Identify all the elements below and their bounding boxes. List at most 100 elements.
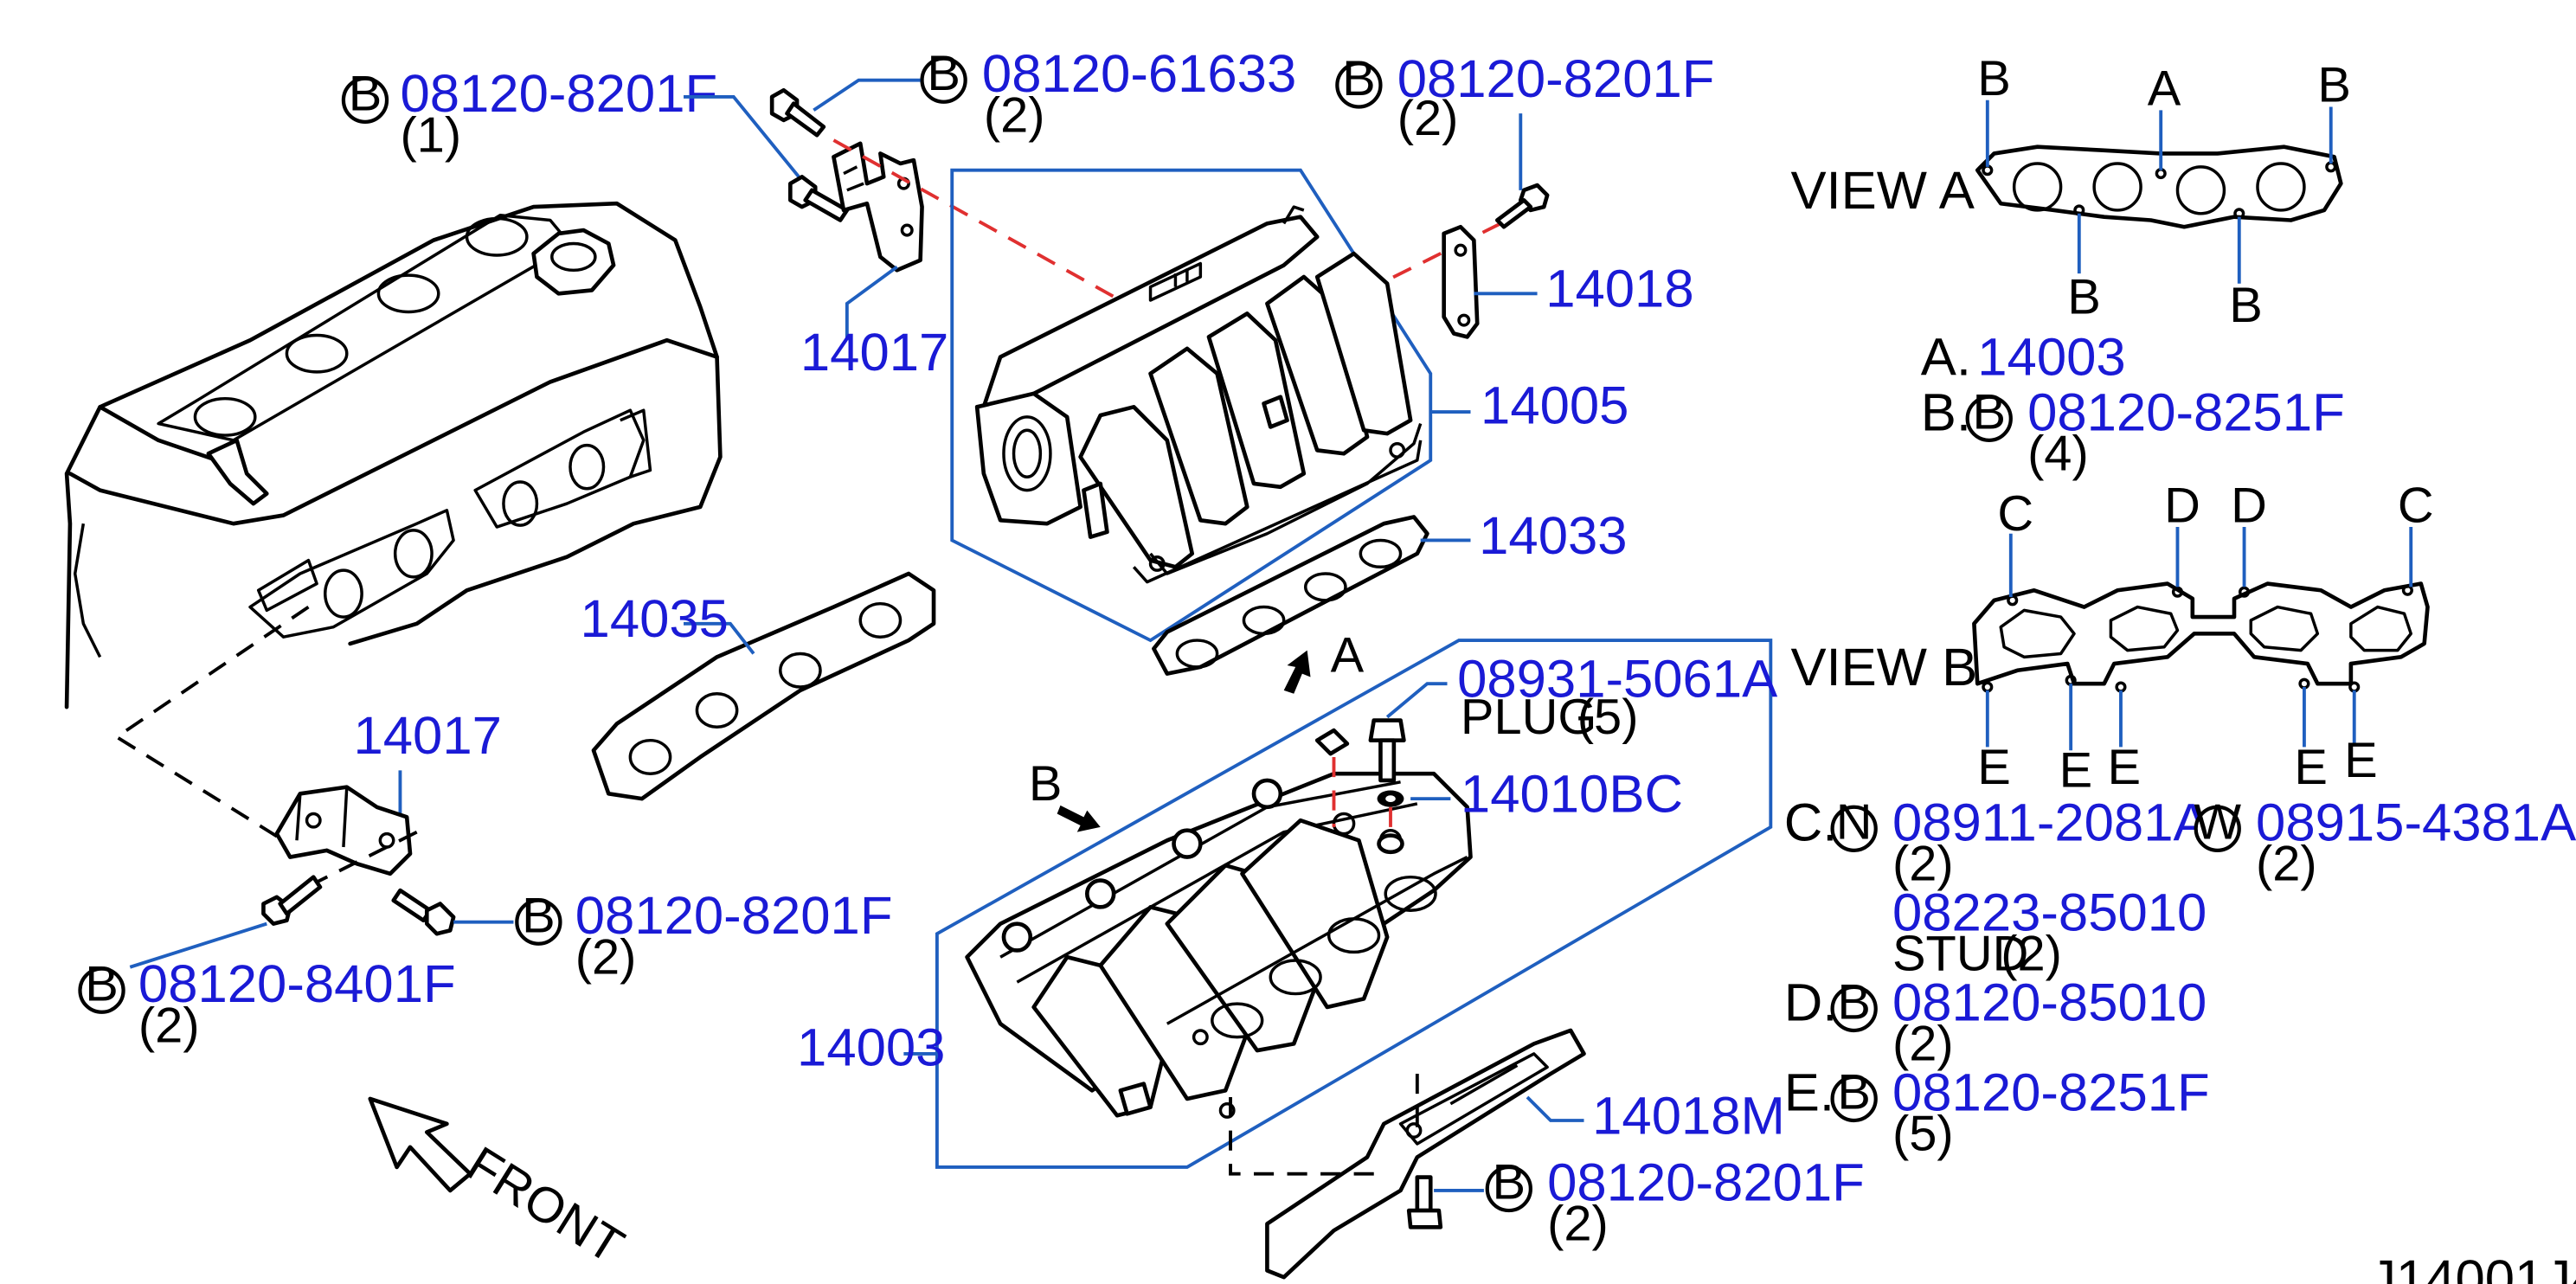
part-14010BC[interactable]: 14010BC — [1461, 765, 1683, 825]
bolt-drawing-top-right — [1495, 183, 1550, 229]
view-b-gasket-drawing — [1972, 581, 2430, 693]
part-14017-lower[interactable]: 14017 — [353, 706, 501, 766]
diagram-id: J14001J4 — [2369, 1249, 2576, 1284]
view-b-letter-c-1: C — [1997, 486, 2033, 542]
callout-bolt-top-left[interactable]: B 08120-8201F (1) — [341, 64, 717, 164]
badge-circle — [1335, 61, 1383, 109]
callout-bolt-bracket[interactable]: B 08120-61633 (2) — [920, 44, 1297, 143]
callout-bolt-top-right[interactable]: B 08120-8201F (2) — [1335, 49, 1715, 146]
callout-plug[interactable]: 08931-5061A PLUG (5) — [1457, 650, 1777, 745]
view-a-letter-a: A — [2148, 61, 2181, 117]
callout-bolt-support[interactable]: B 08120-8201F (2) — [1485, 1152, 1865, 1252]
manifold-group-outline — [935, 639, 1773, 1169]
badge-circle — [78, 966, 125, 1014]
part-14005[interactable]: 14005 — [1481, 376, 1628, 436]
bolt-drawing-upper-2 — [788, 175, 850, 222]
view-a-gasket-drawing — [1975, 144, 2343, 229]
red-dashed-line-1 — [832, 138, 1118, 300]
callout-bolt-lower-mid[interactable]: B 08120-8201F (2) — [515, 886, 893, 985]
badge-letter: B — [522, 888, 556, 943]
view-a-letter-b-1: B — [1977, 51, 2011, 106]
view-a-leaders — [1985, 100, 2333, 284]
part-14035[interactable]: 14035 — [581, 589, 729, 649]
legend-a-part[interactable]: 14003 — [1977, 328, 2125, 388]
view-b-letter-e-4: E — [2294, 740, 2328, 795]
part-number[interactable]: 08931-5061A — [1457, 650, 1777, 709]
plug-label: PLUG — [1461, 690, 1596, 745]
badge-letter: B — [85, 956, 119, 1011]
gasket-14035-drawing — [591, 571, 936, 801]
washer-drawing — [1377, 790, 1404, 855]
legend-c-badge-letter: N — [1836, 794, 1873, 850]
quantity: (2) — [1397, 91, 1459, 146]
part-14033[interactable]: 14033 — [1479, 506, 1627, 566]
intake-manifold-14003-drawing — [965, 771, 1473, 1119]
legend-stud-part[interactable]: 08223-85010 — [1892, 883, 2207, 942]
bracket-14017-lower-drawing — [274, 785, 413, 876]
legend-w-badge-letter: W — [2194, 794, 2241, 850]
bracket-14017-upper-drawing — [832, 141, 924, 273]
collector-group-outline — [950, 168, 1433, 643]
view-b-leaders — [1985, 527, 2413, 751]
legend-b-part[interactable]: 08120-8251F — [2027, 382, 2345, 442]
view-b-letter-e-5: E — [2344, 733, 2378, 788]
legend-d-part[interactable]: 08120-85010 — [1892, 973, 2207, 1032]
gasket-14033-drawing — [1152, 515, 1429, 676]
legend-c-badge-circle — [1830, 805, 1878, 852]
part-number[interactable]: 08120-8201F — [1547, 1152, 1865, 1212]
legend-e-part[interactable]: 08120-8251F — [1892, 1063, 2210, 1122]
legend-w-badge-circle — [2194, 805, 2241, 852]
quantity: (2) — [575, 929, 637, 985]
legend-c-key: C. — [1784, 793, 1838, 852]
bolt-drawing-lower-mid — [391, 888, 456, 936]
legend-d-qty: (2) — [1892, 1017, 1954, 1072]
badge-letter: B — [349, 66, 382, 121]
support-dashed-lines — [1229, 1074, 1419, 1176]
part-number[interactable]: 08120-8201F — [1397, 49, 1715, 109]
view-a-letter-b-4: B — [2229, 278, 2263, 333]
legend-w-part[interactable]: 08915-4381A — [2256, 793, 2576, 852]
legend-c-qty: (2) — [1892, 837, 1954, 892]
quantity: (2) — [138, 998, 200, 1053]
leader-line — [845, 265, 898, 341]
front-arrow-icon — [368, 1096, 472, 1193]
view-a-arrow — [1283, 650, 1311, 694]
legend-stud-label: STUD — [1892, 927, 2028, 982]
leader-line — [1385, 682, 1448, 719]
callout-bolt-lower-left[interactable]: B 08120-8401F (2) — [78, 954, 456, 1053]
part-14018[interactable]: 14018 — [1545, 260, 1693, 319]
view-a-letter-b-3: B — [2067, 269, 2101, 324]
quantity: (2) — [984, 87, 1045, 143]
legend-c-part[interactable]: 08911-2081A — [1892, 793, 2209, 852]
part-14017-upper[interactable]: 14017 — [800, 323, 948, 382]
part-14003-manifold[interactable]: 14003 — [797, 1018, 945, 1077]
quantity: (5) — [1577, 690, 1639, 745]
part-number[interactable]: 08120-8201F — [575, 886, 893, 946]
bolt-drawing-support — [1406, 1175, 1443, 1229]
arrow-b-letter: B — [1029, 756, 1063, 812]
bracket-dashed-line — [299, 830, 418, 892]
legend-stud-qty: (2) — [2001, 927, 2062, 982]
legend-b-badge-letter: B — [1972, 384, 2006, 440]
leader-line — [1526, 1095, 1584, 1122]
leader-line — [129, 921, 267, 969]
arrow-a-letter: A — [1331, 628, 1365, 684]
part-number[interactable]: 08120-8401F — [138, 954, 456, 1014]
badge-letter: B — [1493, 1155, 1526, 1210]
badge-letter: B — [927, 46, 960, 101]
support-14018m-drawing — [1265, 1028, 1586, 1280]
badge-circle — [1485, 1165, 1532, 1213]
view-a-title: VIEW A — [1790, 161, 1974, 221]
part-number[interactable]: 08120-8201F — [400, 64, 717, 124]
legend-e-key: E. — [1784, 1063, 1834, 1122]
part-number[interactable]: 08120-61633 — [982, 44, 1296, 104]
intake-collector-14005-drawing — [974, 205, 1423, 584]
legend-d-badge-letter: B — [1837, 974, 1871, 1030]
part-14018M[interactable]: 14018M — [1592, 1086, 1785, 1146]
quantity: (2) — [1547, 1197, 1609, 1252]
leader-line — [684, 621, 755, 655]
front-label: FRONT — [458, 1136, 633, 1274]
plug-drawing — [1314, 718, 1406, 783]
view-b-letter-c-2: C — [2398, 478, 2434, 533]
badge-circle — [341, 76, 389, 124]
